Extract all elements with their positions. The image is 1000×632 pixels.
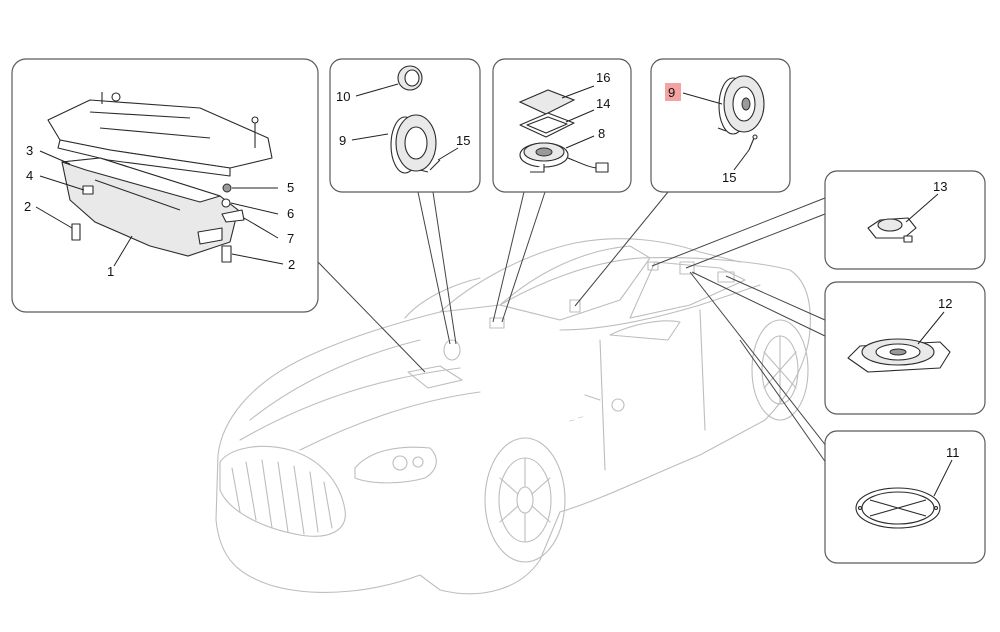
callout-14: 14 [596,96,610,111]
callout-5: 5 [287,180,294,195]
callout-10: 10 [336,89,350,104]
callout-13: 13 [933,179,947,194]
callout-8: 8 [598,126,605,141]
panel-speaker-grille: 11 [824,430,986,564]
highlight-box [665,83,681,101]
car-illustration: ~ ~ [215,238,811,595]
callout-2a: 2 [24,199,31,214]
callout-12: 12 [938,296,952,311]
panel-center-speaker: 16 14 8 [492,58,632,193]
panel-subwoofer-box: 3 4 2 1 5 6 7 2 [11,58,319,313]
panel-door-speaker: 9 15 [650,58,791,193]
panel-rear-speaker: 12 [824,281,986,415]
callout-6: 6 [287,206,294,221]
side-badge: ~ ~ [567,411,586,428]
callout-2b: 2 [288,257,295,272]
callout-4: 4 [26,168,33,183]
callout-11: 11 [946,445,960,460]
callout-3: 3 [26,143,33,158]
callout-15: 15 [456,133,470,148]
callout-16: 16 [596,70,610,85]
callout-15-door: 15 [722,170,736,185]
callout-7: 7 [287,231,294,246]
callout-1: 1 [107,264,114,279]
callout-9: 9 [339,133,346,148]
panel-rear-tweeter: 13 [824,170,986,270]
panel-dash-speakers: 10 9 15 [329,58,481,193]
callout-9-highlighted: 9 [668,85,675,100]
